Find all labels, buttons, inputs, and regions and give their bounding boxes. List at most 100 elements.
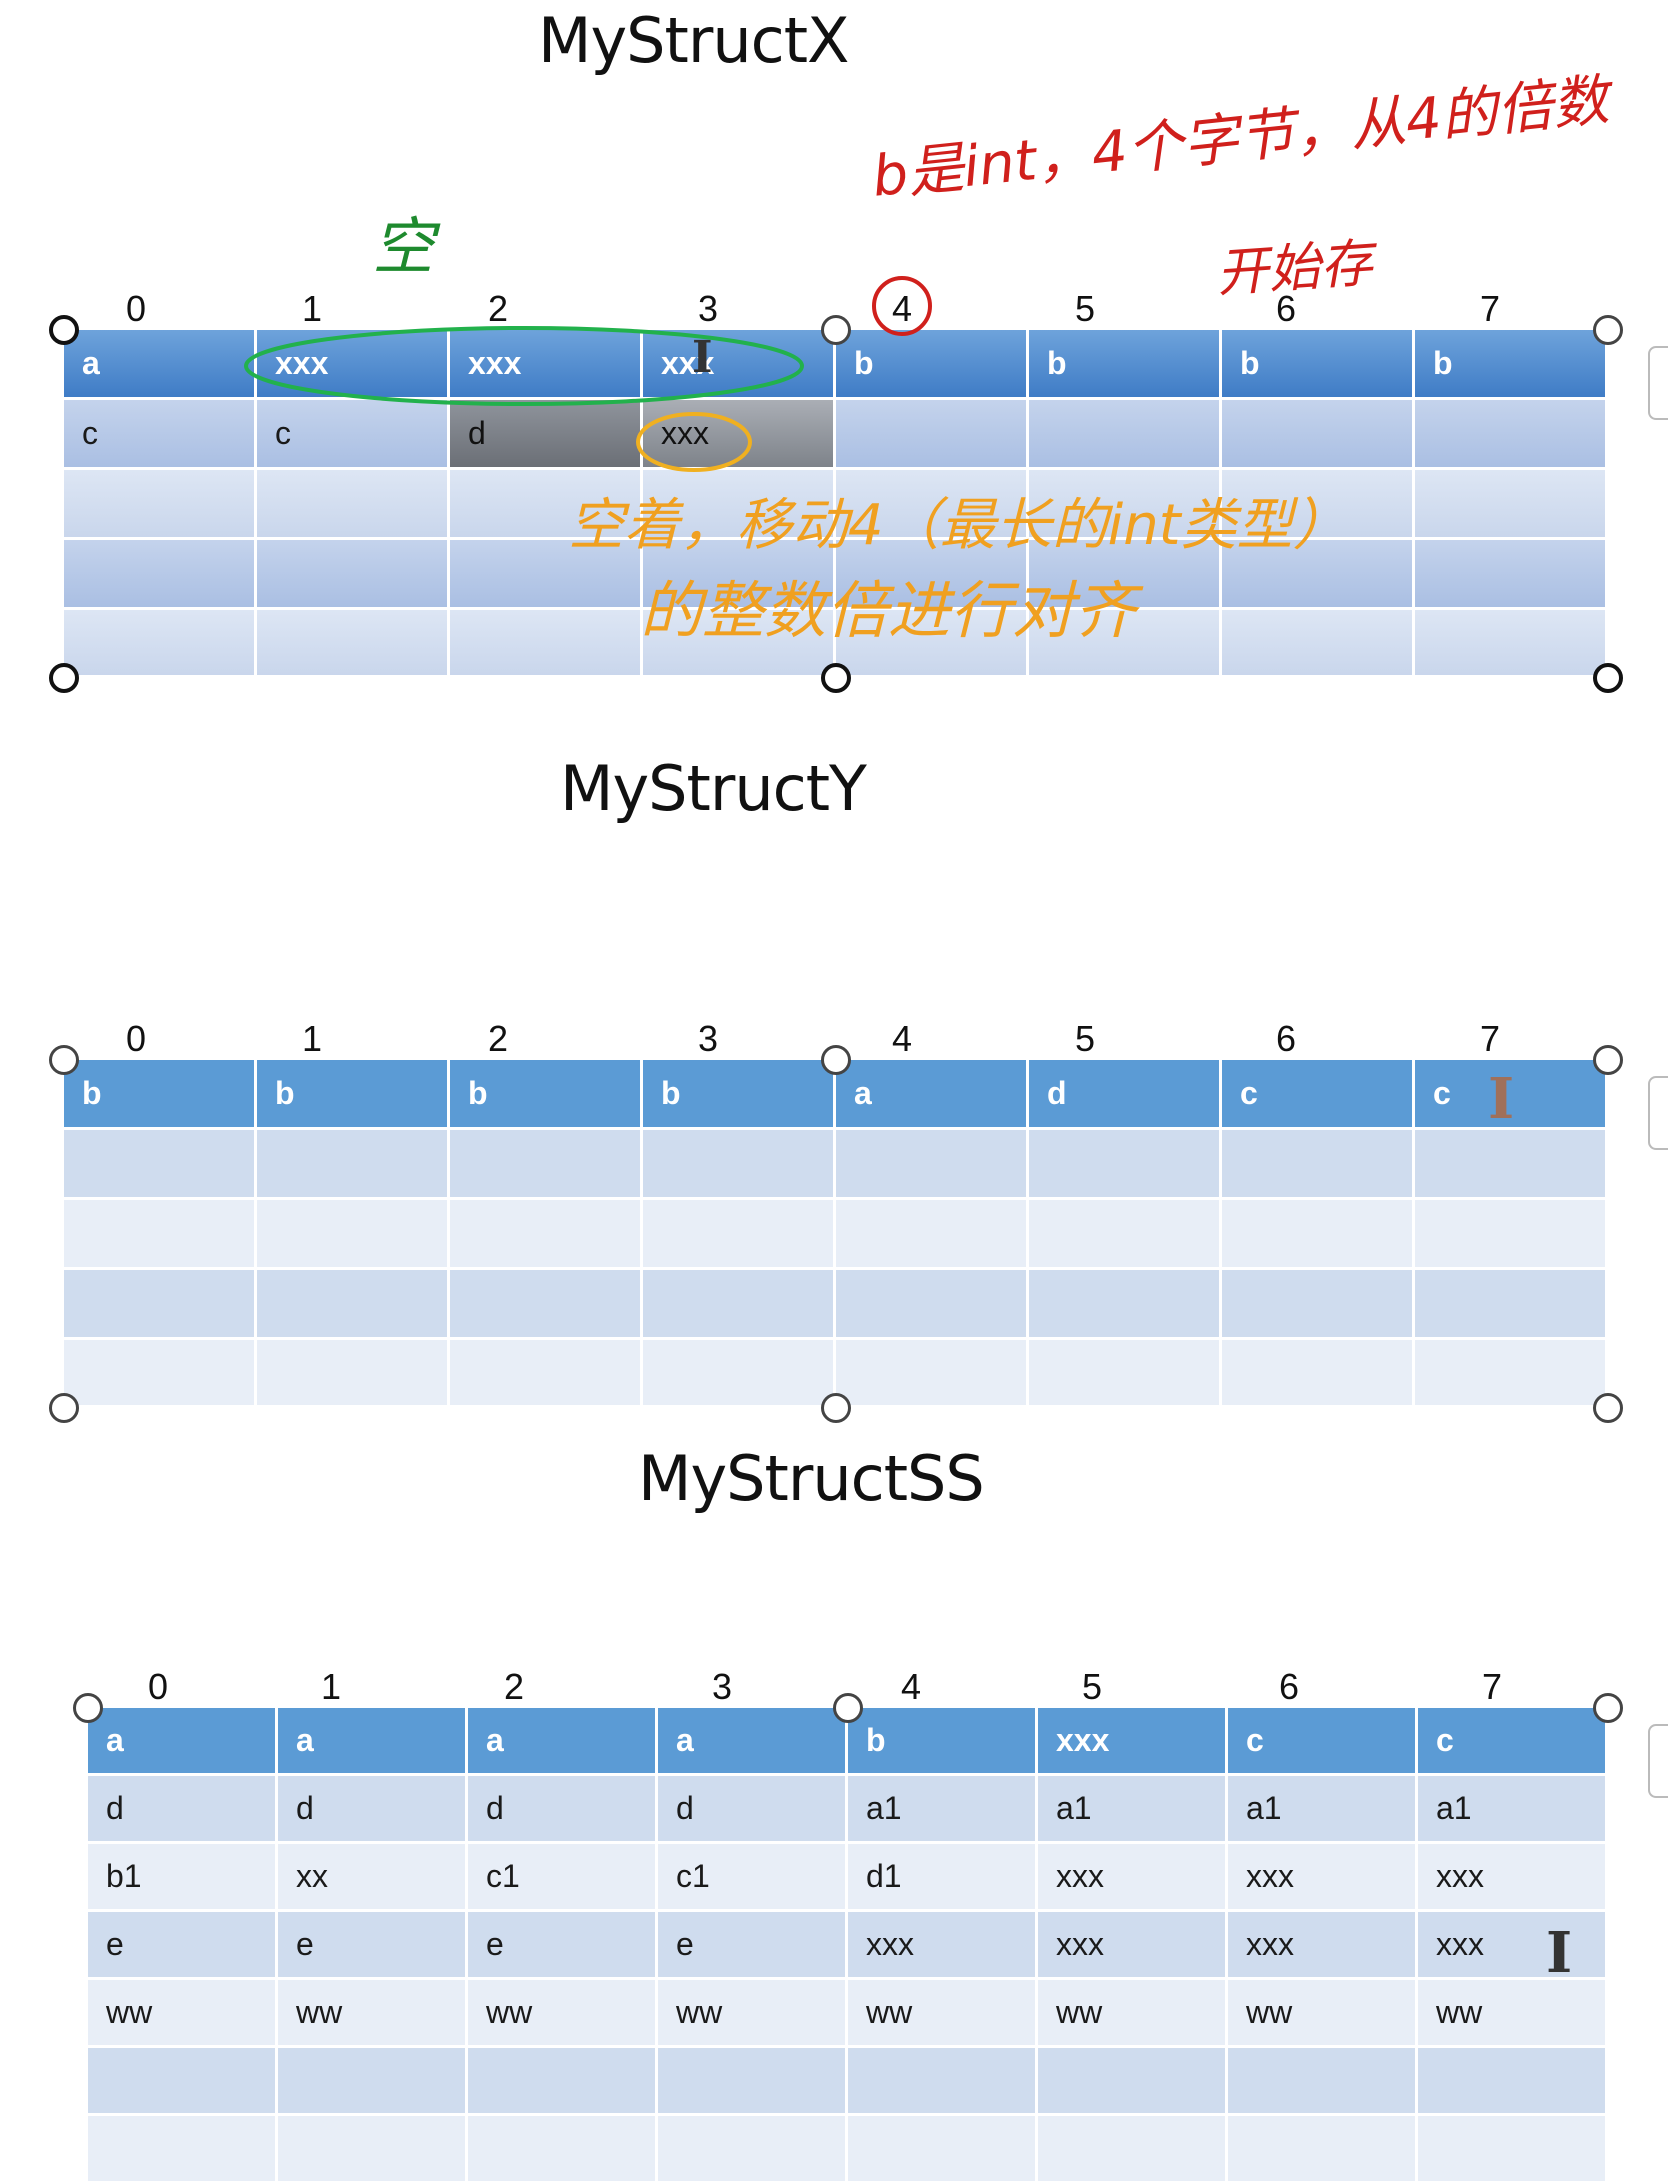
struct-y-cell[interactable] — [257, 1270, 450, 1340]
struct-ss-cell[interactable]: a — [88, 1708, 278, 1776]
struct-ss-cell[interactable]: d1 — [848, 1844, 1038, 1912]
struct-y-cell[interactable]: c — [1415, 1060, 1608, 1130]
resize-handle[interactable] — [821, 663, 851, 693]
struct-ss-cell[interactable] — [848, 2116, 1038, 2184]
struct-x-cell[interactable] — [643, 540, 836, 610]
struct-ss-cell[interactable] — [1228, 2048, 1418, 2116]
struct-ss-cell[interactable] — [1038, 2116, 1228, 2184]
struct-y-cell[interactable] — [64, 1130, 257, 1200]
struct-ss-cell[interactable] — [1418, 2048, 1608, 2116]
struct-ss-cell[interactable]: b1 — [88, 1844, 278, 1912]
struct-x-cell[interactable] — [836, 540, 1029, 610]
struct-y-cell[interactable] — [1029, 1340, 1222, 1408]
struct-ss-cell[interactable]: xx — [278, 1844, 468, 1912]
struct-y-cell[interactable] — [1222, 1200, 1415, 1270]
struct-x-cell[interactable] — [1222, 470, 1415, 540]
struct-x-cell[interactable]: b — [1222, 330, 1415, 400]
struct-ss-cell[interactable]: ww — [468, 1980, 658, 2048]
struct-x-cell[interactable]: xxx — [643, 330, 836, 400]
struct-x-cell[interactable] — [836, 470, 1029, 540]
resize-handle[interactable] — [49, 315, 79, 345]
struct-ss-cell[interactable] — [88, 2048, 278, 2116]
struct-ss-cell[interactable]: ww — [1418, 1980, 1608, 2048]
struct-x-cell[interactable] — [836, 400, 1029, 470]
struct-y-cell[interactable] — [257, 1200, 450, 1270]
struct-ss-cell[interactable]: a1 — [1418, 1776, 1608, 1844]
resize-handle[interactable] — [73, 1693, 103, 1723]
struct-ss-cell[interactable]: ww — [88, 1980, 278, 2048]
struct-x-cell[interactable] — [257, 540, 450, 610]
side-tab[interactable] — [1648, 1724, 1668, 1798]
struct-y-cell[interactable] — [1029, 1270, 1222, 1340]
struct-y-cell[interactable] — [643, 1200, 836, 1270]
struct-x-cell[interactable]: b — [1029, 330, 1222, 400]
struct-x-cell[interactable] — [1029, 470, 1222, 540]
struct-y-cell[interactable] — [1415, 1270, 1608, 1340]
struct-y-cell[interactable]: b — [643, 1060, 836, 1130]
struct-y-cell[interactable] — [1415, 1340, 1608, 1408]
struct-ss-cell[interactable]: ww — [1038, 1980, 1228, 2048]
struct-ss-cell[interactable]: e — [468, 1912, 658, 1980]
struct-ss-cell[interactable]: a — [468, 1708, 658, 1776]
struct-y-cell[interactable] — [450, 1130, 643, 1200]
struct-ss-cell[interactable] — [88, 2116, 278, 2184]
struct-y-cell[interactable] — [1029, 1130, 1222, 1200]
struct-x-cell[interactable] — [257, 470, 450, 540]
struct-ss-cell[interactable]: a — [658, 1708, 848, 1776]
struct-x-cell[interactable] — [1415, 400, 1608, 470]
struct-x-cell[interactable] — [1415, 540, 1608, 610]
resize-handle[interactable] — [1593, 1693, 1623, 1723]
struct-ss-cell[interactable]: d — [88, 1776, 278, 1844]
struct-x-cell[interactable] — [836, 610, 1029, 678]
struct-ss-cell[interactable]: a1 — [1228, 1776, 1418, 1844]
struct-y-cell[interactable]: b — [257, 1060, 450, 1130]
struct-ss-cell[interactable] — [278, 2048, 468, 2116]
struct-x-cell[interactable]: c — [257, 400, 450, 470]
struct-x-cell[interactable] — [1415, 470, 1608, 540]
struct-ss-cell[interactable]: c1 — [658, 1844, 848, 1912]
struct-ss-cell[interactable] — [848, 2048, 1038, 2116]
resize-handle[interactable] — [821, 315, 851, 345]
struct-y-cell[interactable]: c — [1222, 1060, 1415, 1130]
struct-y-cell[interactable] — [643, 1130, 836, 1200]
struct-ss-cell[interactable] — [468, 2116, 658, 2184]
struct-ss-cell[interactable]: ww — [1228, 1980, 1418, 2048]
resize-handle[interactable] — [49, 663, 79, 693]
struct-x-cell[interactable] — [64, 470, 257, 540]
struct-y-cell[interactable] — [643, 1270, 836, 1340]
struct-y-cell[interactable]: b — [450, 1060, 643, 1130]
struct-x-cell[interactable]: xxx — [257, 330, 450, 400]
struct-y-cell[interactable] — [1415, 1200, 1608, 1270]
struct-ss-cell[interactable]: ww — [278, 1980, 468, 2048]
struct-y-cell[interactable] — [836, 1130, 1029, 1200]
struct-ss-cell[interactable]: e — [88, 1912, 278, 1980]
struct-x-cell[interactable] — [1222, 400, 1415, 470]
resize-handle[interactable] — [1593, 1393, 1623, 1423]
struct-y-cell[interactable] — [1222, 1340, 1415, 1408]
struct-ss-cell[interactable]: a1 — [848, 1776, 1038, 1844]
struct-ss-cell[interactable]: b — [848, 1708, 1038, 1776]
struct-y-cell[interactable] — [643, 1340, 836, 1408]
struct-ss-cell[interactable]: d — [468, 1776, 658, 1844]
struct-x-cell[interactable] — [64, 610, 257, 678]
struct-x-cell[interactable] — [1029, 540, 1222, 610]
struct-ss-cell[interactable]: c — [1228, 1708, 1418, 1776]
struct-y-cell[interactable] — [836, 1200, 1029, 1270]
struct-ss-cell[interactable]: c — [1418, 1708, 1608, 1776]
side-tab[interactable] — [1648, 1076, 1668, 1150]
struct-ss-cell[interactable] — [468, 2048, 658, 2116]
struct-ss-cell[interactable] — [1228, 2116, 1418, 2184]
side-tab[interactable] — [1648, 346, 1668, 420]
struct-y-cell[interactable] — [450, 1270, 643, 1340]
struct-ss-cell[interactable]: xxx — [1228, 1912, 1418, 1980]
struct-ss-cell[interactable]: a — [278, 1708, 468, 1776]
struct-x-cell[interactable]: c — [64, 400, 257, 470]
struct-ss-cell[interactable]: ww — [848, 1980, 1038, 2048]
struct-ss-cell[interactable]: e — [278, 1912, 468, 1980]
struct-ss-cell[interactable]: c1 — [468, 1844, 658, 1912]
struct-x-cell[interactable] — [450, 540, 643, 610]
struct-ss-cell[interactable]: xxx — [1418, 1844, 1608, 1912]
struct-x-cell[interactable]: b — [1415, 330, 1608, 400]
struct-ss-cell[interactable] — [1418, 2116, 1608, 2184]
